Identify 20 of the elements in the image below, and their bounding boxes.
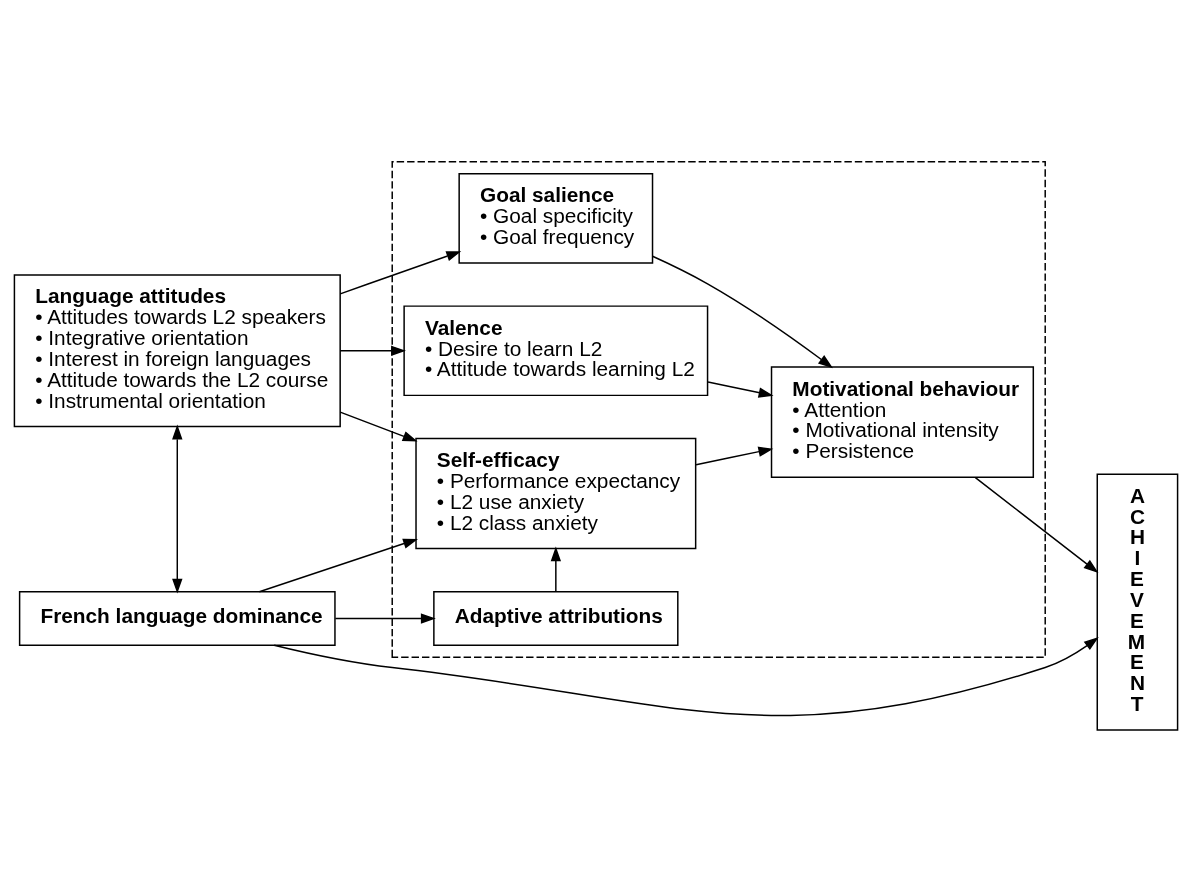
node-box: Valence • Desire to learn L2 • Attitude towards learning L2 bbox=[403, 304, 709, 396]
arrow bbox=[334, 612, 436, 624]
node-box: Goal salience • Goal specificity • Goal frequency bbox=[458, 172, 654, 264]
arrow bbox=[339, 410, 418, 442]
arrow bbox=[707, 380, 774, 398]
node-box: Self-efficacy • Performance expectancy • L2 use anxiety • L2 class anxiety bbox=[415, 437, 697, 549]
arrow bbox=[974, 476, 1099, 573]
arrow bbox=[339, 345, 406, 356]
node-box: French language dominance bbox=[18, 590, 336, 646]
arrow bbox=[550, 545, 562, 592]
node-box: Adaptive attributions bbox=[433, 590, 679, 646]
arrow bbox=[339, 250, 462, 295]
node-box: Language attitudes • Attitudes towards L2 speakers • Integrative orientation • Interest in foreign languages • Attitude towards the L2 course • Instrumental orientation bbox=[13, 273, 341, 427]
arrow bbox=[172, 424, 183, 594]
arrow bbox=[273, 636, 1099, 716]
arrow bbox=[258, 538, 419, 592]
arrow bbox=[695, 446, 774, 465]
node-box: ACHIEVEMENT bbox=[1096, 472, 1179, 731]
node-box: Motivational behaviour • Attention • Motivational intensity • Persistence bbox=[770, 365, 1035, 478]
arrow bbox=[651, 255, 834, 368]
